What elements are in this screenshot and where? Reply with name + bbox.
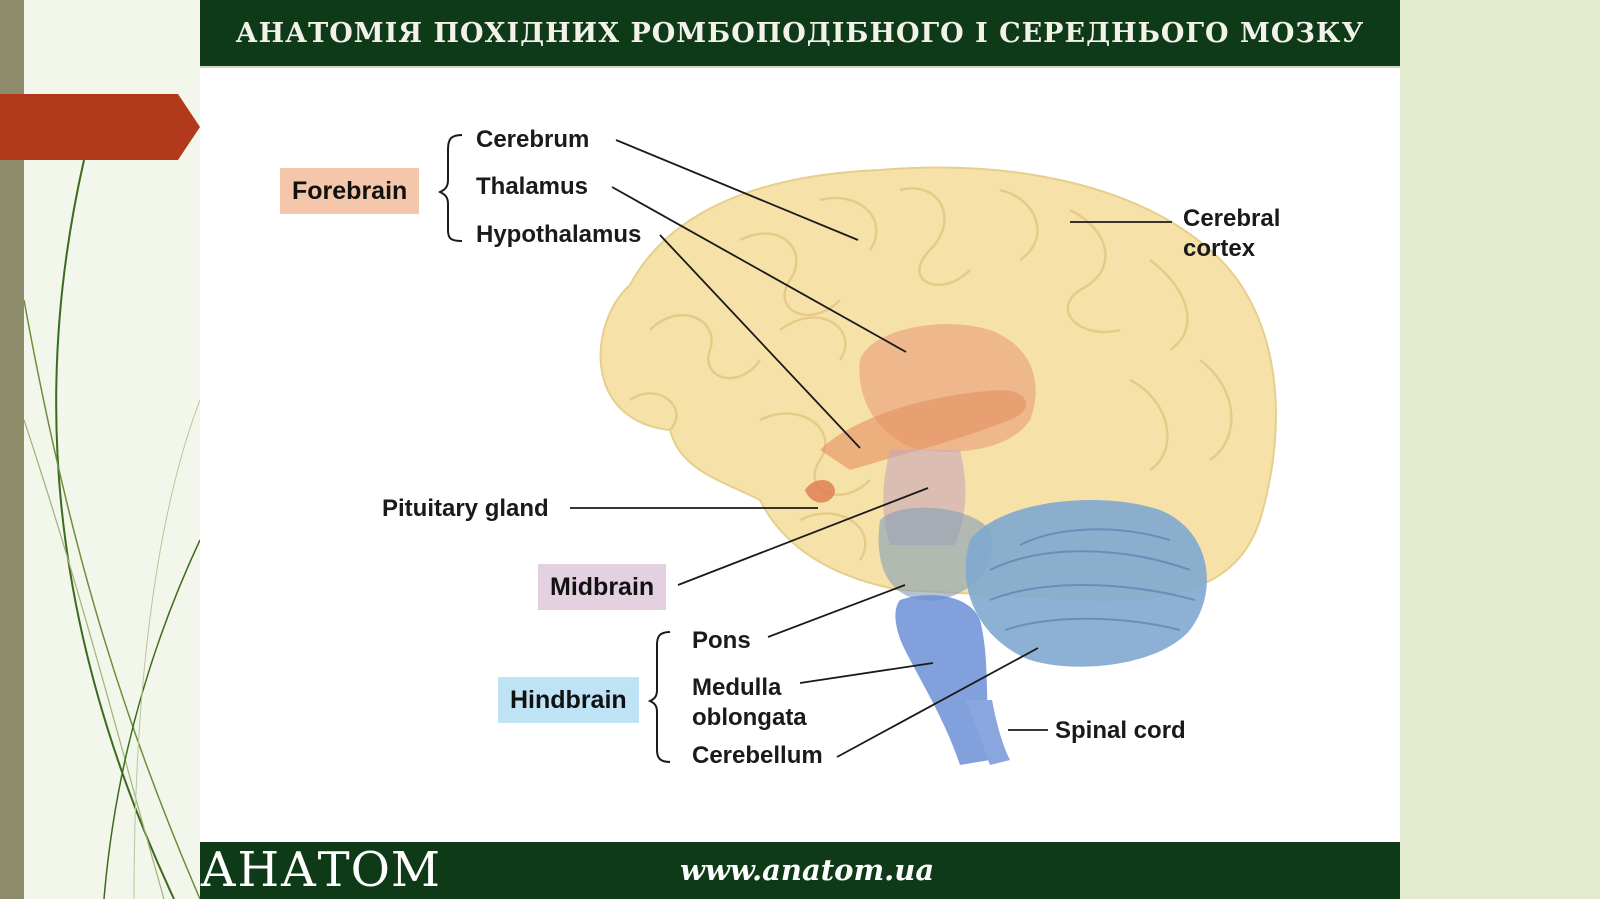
footer-bar [200,842,1400,899]
label-cerebellum: Cerebellum [692,742,823,769]
pons-shape [878,507,993,601]
label-cerebral-cortex-line2: cortex [1183,235,1256,262]
footer-logo: АНАТОМ [200,842,442,898]
decorative-curves [24,159,200,899]
label-pons: Pons [692,627,751,654]
leader-cerebellum [836,647,1039,758]
pituitary-shape [805,480,835,503]
right-decor-panel [1400,0,1600,899]
label-medulla-line2: oblongata [692,704,807,731]
cerebellum-folia [989,528,1196,631]
footer-url: www.anatom.ua [680,853,935,887]
leader-midbrain [677,487,929,586]
cerebellum-shape [965,500,1207,667]
forebrain-badge: Forebrain [280,168,420,214]
leader-pons [767,584,906,638]
header-bar: АНАТОМІЯ ПОХІДНИХ РОМБОПОДІБНОГО І СЕРЕД… [200,0,1400,68]
midbrain-badge: Midbrain [538,564,667,610]
slide: АНАТОМІЯ ПОХІДНИХ РОМБОПОДІБНОГО І СЕРЕД… [200,0,1400,899]
leader-hypothalamus [659,234,861,449]
label-cerebrum: Cerebrum [476,126,590,153]
label-thalamus: Thalamus [476,173,589,200]
hindbrain-bracket [647,631,671,763]
forebrain-bracket [437,134,463,242]
label-hypothalamus: Hypothalamus [476,221,642,248]
brain-diagram [437,134,1277,765]
label-spinal-cord: Spinal cord [1055,717,1186,744]
spinal-cord-shape [965,700,1010,765]
leader-medulla [799,662,934,684]
label-cerebral-cortex-line1: Cerebral [1183,205,1281,232]
page-title: АНАТОМІЯ ПОХІДНИХ РОМБОПОДІБНОГО І СЕРЕД… [235,17,1365,49]
red-arrow-marker [0,94,200,160]
label-medulla-line1: Medulla [692,674,782,701]
medulla-shape [895,595,990,765]
leader-thalamus [611,186,907,353]
hindbrain-badge: Hindbrain [498,677,639,723]
hypothalamus-shape [820,390,1027,470]
cortex-gyri [629,187,1233,561]
leader-lines [570,139,1172,758]
label-pituitary-gland: Pituitary gland [382,495,549,522]
leader-cerebrum [615,139,859,241]
